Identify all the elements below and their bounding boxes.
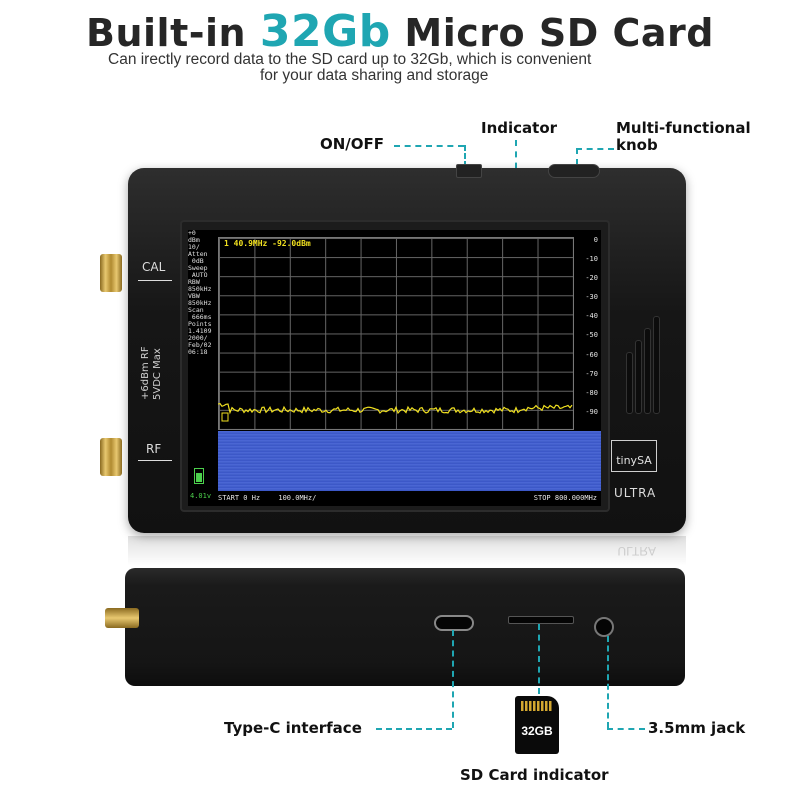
y-tick: -70: [585, 369, 598, 378]
battery-voltage: 4.01v: [190, 492, 212, 500]
info-line: RBW: [188, 278, 200, 286]
multifunction-knob[interactable]: [548, 164, 600, 178]
device-reflection: ULTRA: [128, 536, 686, 566]
frequency-bar: START 0 Hz 100.0MHz/ STOP 800.000MHz: [218, 494, 601, 502]
info-line: VBW: [188, 292, 200, 300]
info-line: 850kHz: [188, 299, 212, 307]
headline-pre: Built-in: [86, 11, 247, 55]
indicator-callout: Indicator: [481, 119, 558, 137]
marker-readout: 1 40.9MHz -92.0dBm: [224, 239, 311, 248]
y-tick: -40: [585, 312, 598, 321]
cal-label: CAL: [142, 260, 166, 274]
sd-card-pins: [521, 701, 553, 711]
y-tick: 0: [593, 236, 598, 244]
rf-arrow: [138, 460, 172, 461]
trace-line: [218, 402, 573, 415]
info-line: Scan: [188, 306, 204, 314]
info-line: Feb/02: [188, 341, 212, 349]
sd-card-image: 32GB: [515, 696, 559, 754]
info-line: 2000/: [188, 334, 208, 342]
spectrum-grid: [218, 237, 574, 430]
subtitle: Can irectly record data to the SD card u…: [108, 52, 708, 84]
tinysa-logo: tinySA: [611, 440, 657, 472]
type-c-leader: [376, 728, 452, 730]
info-line: 1.4109: [188, 327, 212, 335]
on-off-leader: [394, 145, 464, 147]
knob-callout: Multi-functional knob: [616, 120, 751, 154]
device-side: [105, 568, 685, 686]
y-tick: -80: [585, 388, 598, 397]
headline-post: Micro SD Card: [404, 11, 714, 55]
span-per-div: 100.0MHz/: [278, 494, 317, 502]
headline: Built-in 32Gb Micro SD Card: [0, 6, 800, 57]
jack-leader-v: [607, 636, 609, 728]
sd-leader: [538, 624, 540, 694]
rf-port-connector: [100, 438, 122, 476]
y-tick: -30: [585, 293, 598, 302]
knob-callout-line-1: Multi-functional: [616, 119, 751, 137]
info-line: AUTO: [188, 271, 208, 279]
headline-accent: 32Gb: [259, 6, 391, 57]
screen-bezel: +0 dBm 10/ Atten 0dB Sweep AUTO RBW 850k…: [180, 220, 610, 512]
model-label: ULTRA: [614, 486, 657, 500]
y-tick: -50: [585, 331, 598, 340]
rf-label: RF: [146, 442, 162, 456]
knob-leader-v: [576, 148, 578, 176]
device-front: CAL RF +6dBm RF 5VDC Max +0 dBm 10/ Atte…: [100, 164, 686, 533]
reflection-text: ULTRA: [617, 544, 656, 558]
stop-frequency: STOP 800.000MHz: [533, 494, 597, 502]
side-grip: [626, 316, 668, 414]
info-line: Points: [188, 320, 212, 328]
sd-card-slot[interactable]: [508, 616, 574, 624]
knob-callout-line-2: knob: [616, 136, 658, 154]
cal-port-connector: [100, 254, 122, 292]
on-off-leader-v: [464, 145, 466, 175]
type-c-leader-v: [452, 630, 454, 728]
type-c-callout: Type-C interface: [224, 719, 362, 737]
indicator-leader: [515, 140, 517, 180]
side-rf-connector: [105, 608, 139, 628]
info-line: 10/: [188, 243, 200, 251]
jack-leader: [607, 728, 645, 730]
subtitle-line-1: Can irectly record data to the SD card u…: [108, 51, 592, 68]
battery-icon: [194, 468, 204, 484]
info-line: Sweep: [188, 264, 208, 272]
info-line: Atten: [188, 250, 208, 258]
marker-1: [221, 412, 229, 422]
on-off-callout: ON/OFF: [320, 135, 385, 153]
info-line: +0: [188, 230, 196, 237]
info-line: 06:18: [188, 348, 208, 356]
spectrum-screen[interactable]: +0 dBm 10/ Atten 0dB Sweep AUTO RBW 850k…: [188, 230, 601, 506]
spectrum-trace: [218, 402, 573, 422]
y-axis-ticks: 0 -10 -20 -30 -40 -50 -60 -70 -80 -90: [574, 235, 598, 426]
y-tick: -60: [585, 350, 598, 359]
screen-left-info: +0 dBm 10/ Atten 0dB Sweep AUTO RBW 850k…: [188, 230, 216, 506]
port-spec-line-2: 5VDC Max: [152, 348, 163, 400]
y-tick: -20: [585, 274, 598, 283]
info-line: 850kHz: [188, 285, 212, 293]
sd-card-capacity: 32GB: [521, 724, 553, 738]
cal-arrow: [138, 280, 172, 281]
subtitle-line-2: for your data sharing and storage: [260, 67, 489, 84]
jack-callout: 3.5mm jack: [648, 719, 746, 737]
info-line: 0dB: [188, 257, 204, 265]
audio-jack[interactable]: [594, 617, 614, 637]
info-line: 666ms: [188, 313, 212, 321]
info-line: dBm: [188, 236, 200, 244]
power-button[interactable]: [456, 164, 482, 178]
sd-indicator-callout: SD Card indicator: [460, 766, 609, 784]
waterfall-display: [218, 431, 601, 491]
knob-leader: [576, 148, 614, 150]
start-frequency: START 0 Hz: [218, 494, 261, 502]
y-tick: -90: [585, 407, 598, 416]
port-spec: +6dBm RF 5VDC Max: [140, 346, 164, 400]
type-c-port[interactable]: [434, 615, 474, 631]
port-spec-line-1: +6dBm RF: [140, 346, 151, 400]
y-tick: -10: [585, 255, 598, 264]
